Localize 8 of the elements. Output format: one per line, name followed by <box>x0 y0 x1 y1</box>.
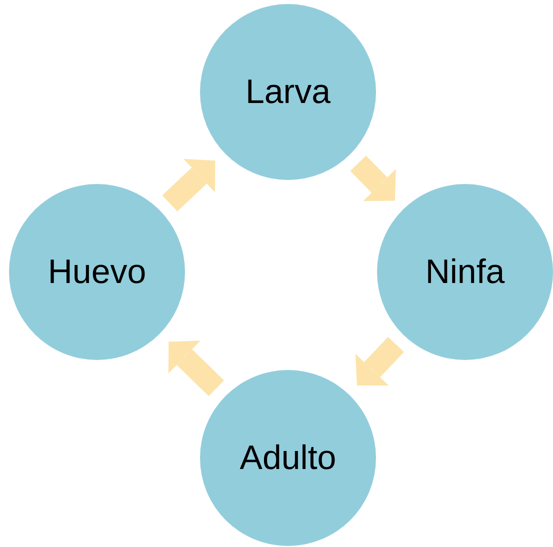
block-arrow <box>350 156 396 202</box>
block-arrow <box>162 158 216 212</box>
block-arrow <box>355 336 404 386</box>
block-arrow <box>168 340 224 396</box>
stage-label: Ninfa <box>425 252 505 292</box>
stage-label: Huevo <box>48 252 146 292</box>
stage-label: Larva <box>245 72 331 112</box>
stage-label: Adulto <box>240 438 336 478</box>
